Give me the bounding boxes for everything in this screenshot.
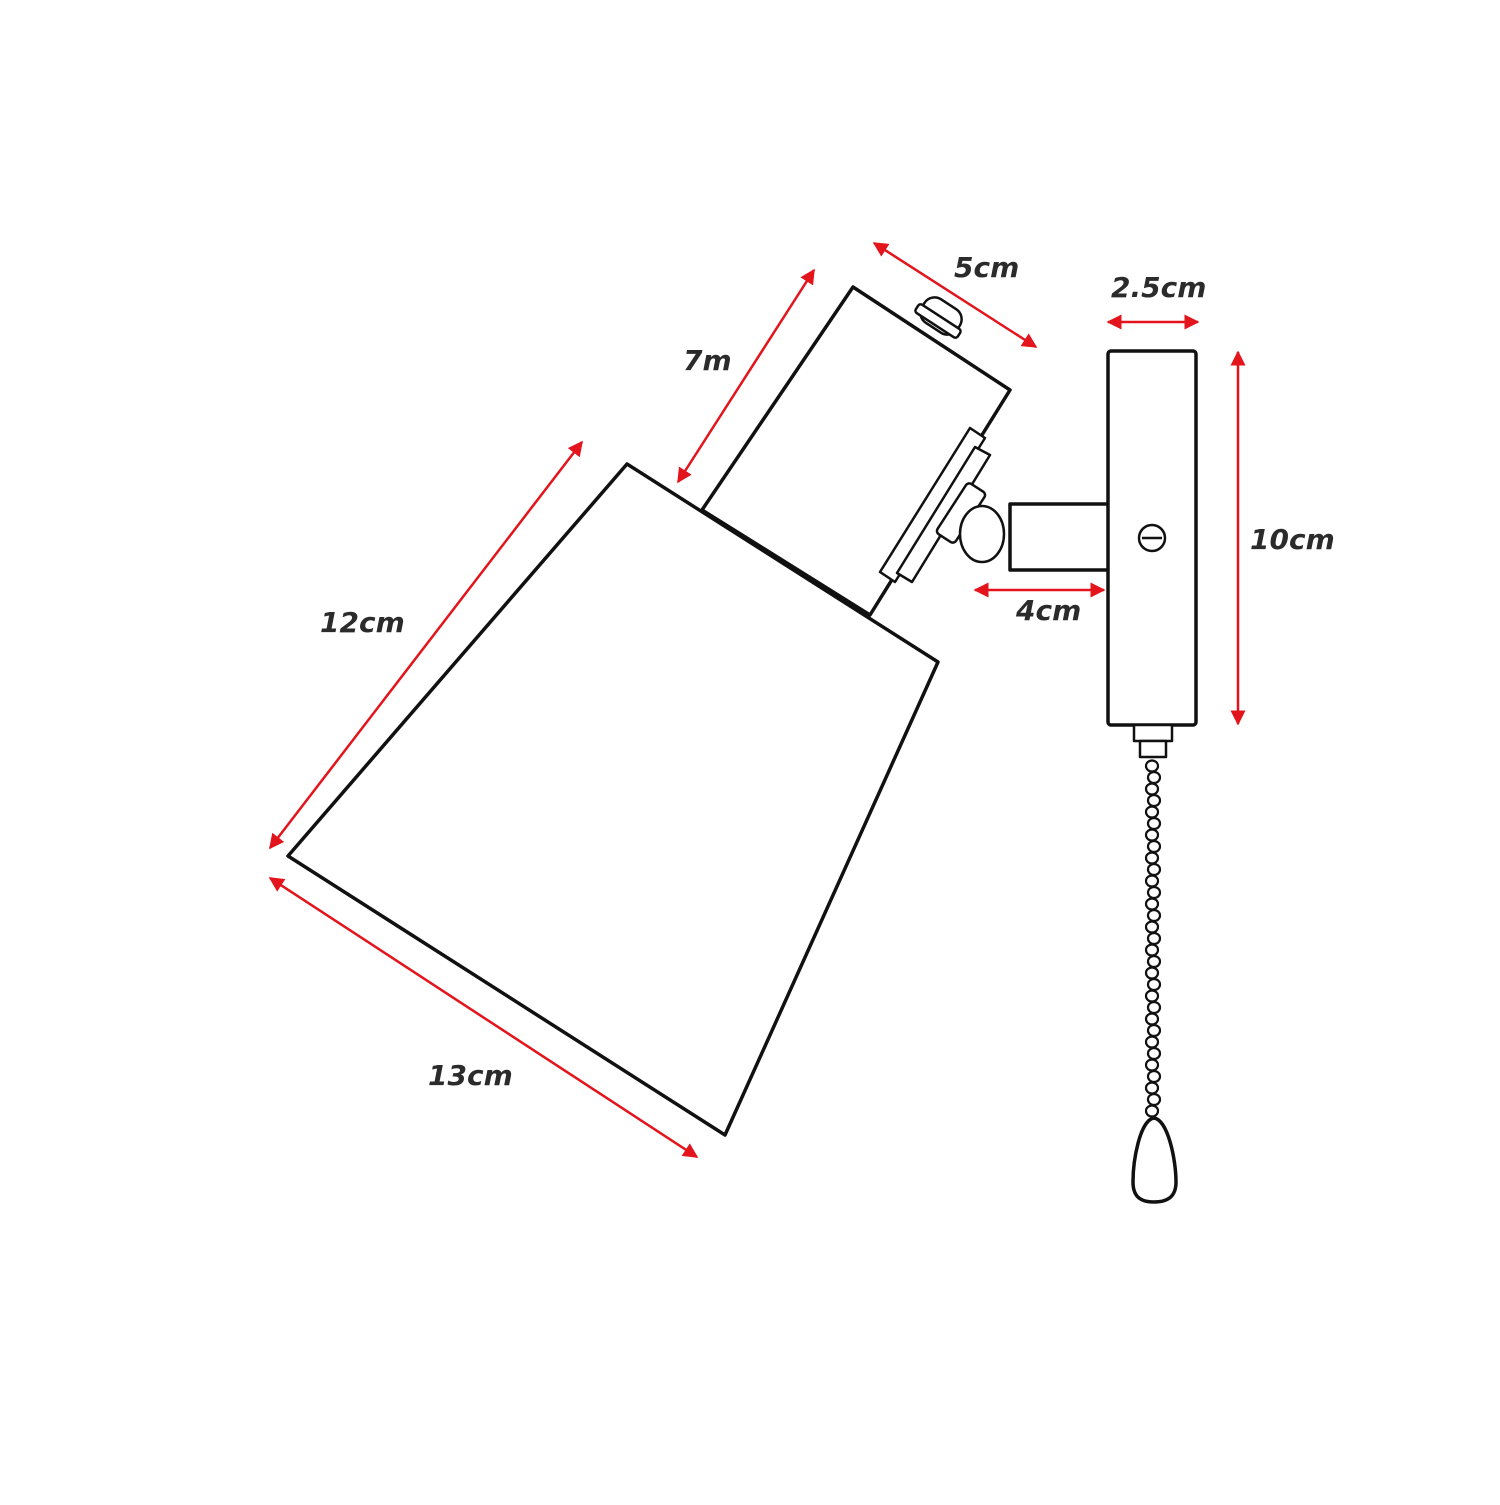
chain-bead — [1144, 782, 1160, 796]
chain-bead — [1144, 874, 1160, 888]
chain-bead — [1144, 828, 1160, 842]
chain-bead — [1144, 1081, 1160, 1095]
chain-bead — [1144, 920, 1160, 934]
label-body-length: 7m — [683, 344, 732, 377]
chain-bead — [1146, 1023, 1162, 1038]
wall-base-plate — [1106, 349, 1198, 759]
chain-bead — [1146, 954, 1162, 969]
dimension-arrows — [268, 241, 1246, 1159]
dimension-labels: 13cm 12cm 7m 5cm 2.5cm 10cm 4cm — [320, 251, 1335, 1092]
pull-chain — [1144, 759, 1162, 1118]
chain-bead — [1146, 1046, 1162, 1061]
chain-bead — [1146, 793, 1162, 808]
chain-bead — [1146, 1092, 1162, 1107]
label-base-height: 10cm — [1250, 523, 1335, 556]
chain-bead — [1146, 908, 1162, 923]
dim-arrow-shade-length — [269, 440, 583, 850]
label-base-depth: 2.5cm — [1111, 271, 1206, 304]
label-body-width: 5cm — [954, 251, 1019, 284]
chain-bead — [1144, 1058, 1160, 1072]
chain-bead — [1144, 851, 1160, 865]
pull-handle — [1131, 1116, 1178, 1204]
chain-bead — [1146, 977, 1162, 992]
chain-bead — [1144, 943, 1160, 957]
mounting-bracket — [878, 426, 992, 584]
chain-bead — [1146, 885, 1162, 900]
label-shade-length: 12cm — [320, 606, 405, 639]
chain-bead — [1144, 805, 1160, 819]
label-shade-width: 13cm — [428, 1059, 513, 1092]
chain-bead — [1146, 1000, 1162, 1015]
chain-bead — [1144, 1104, 1160, 1118]
chain-bead — [1146, 1069, 1162, 1084]
chain-bead — [1146, 839, 1162, 854]
chain-bead — [1146, 931, 1162, 946]
switch-collar — [1138, 739, 1168, 759]
chain-bead — [1146, 816, 1162, 831]
swivel-arm — [958, 502, 1112, 572]
chain-bead — [1144, 989, 1160, 1003]
chain-bead — [1144, 897, 1160, 911]
chain-bead — [1146, 862, 1162, 877]
dim-arrow-body-length — [676, 268, 816, 484]
chain-bead — [1144, 1035, 1160, 1049]
label-arm-length: 4cm — [1015, 594, 1081, 627]
chain-bead — [1146, 770, 1162, 785]
dim-arrow-body-width — [872, 241, 1038, 349]
chain-bead — [1144, 1012, 1160, 1026]
chain-bead — [1144, 759, 1160, 773]
switch-housing — [1132, 723, 1174, 743]
dim-arrow-shade-width — [268, 876, 699, 1159]
chain-bead — [1144, 966, 1160, 980]
